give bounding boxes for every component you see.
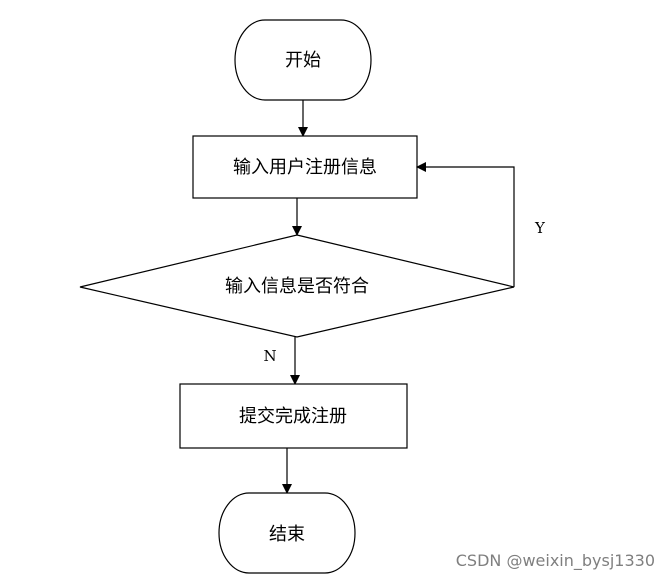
decision-diamond bbox=[79, 234, 515, 338]
watermark: CSDN @weixin_bysj1330 bbox=[456, 551, 655, 571]
submit-process-label: 提交完成注册 bbox=[239, 406, 347, 427]
yes-label: Y bbox=[534, 219, 546, 237]
input-process-box bbox=[192, 135, 418, 199]
end-label: 结束 bbox=[269, 524, 305, 545]
arrow-yes-loop bbox=[416, 162, 515, 287]
start-label: 开始 bbox=[285, 50, 321, 71]
submit-process-box bbox=[179, 383, 408, 449]
no-label: N bbox=[263, 347, 276, 365]
input-process-label: 输入用户注册信息 bbox=[233, 157, 377, 178]
decision-label: 输入信息是否符合 bbox=[225, 276, 369, 297]
end-terminator bbox=[218, 492, 356, 574]
